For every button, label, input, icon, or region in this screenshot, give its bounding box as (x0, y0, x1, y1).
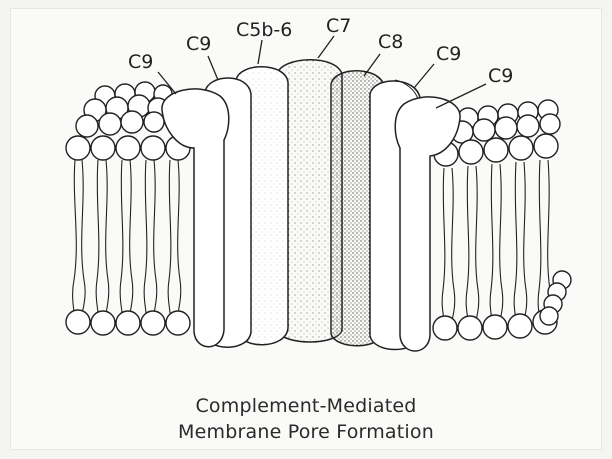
caption-line-1: Complement-Mediated (0, 395, 612, 417)
left-bottom-heads (66, 310, 190, 335)
label-c9-left: C9 (186, 33, 211, 55)
label-c9-right: C9 (436, 43, 461, 65)
label-c9-far-right: C9 (488, 65, 513, 87)
label-c9-far-left: C9 (128, 51, 153, 73)
right-edge-heads (540, 271, 571, 325)
left-top-heads-front (66, 136, 190, 160)
label-c7: C7 (326, 15, 351, 37)
right-lipid-tails (442, 160, 551, 326)
c9-far-left-protein (162, 89, 229, 347)
left-top-heads-back (76, 82, 172, 137)
caption-line-2: Membrane Pore Formation (0, 421, 612, 443)
c9-far-right-protein (395, 97, 460, 351)
right-bottom-heads (433, 310, 557, 340)
label-c5b6: C5b-6 (236, 19, 292, 41)
left-lipid-tails (73, 160, 181, 320)
label-c8: C8 (378, 31, 403, 53)
